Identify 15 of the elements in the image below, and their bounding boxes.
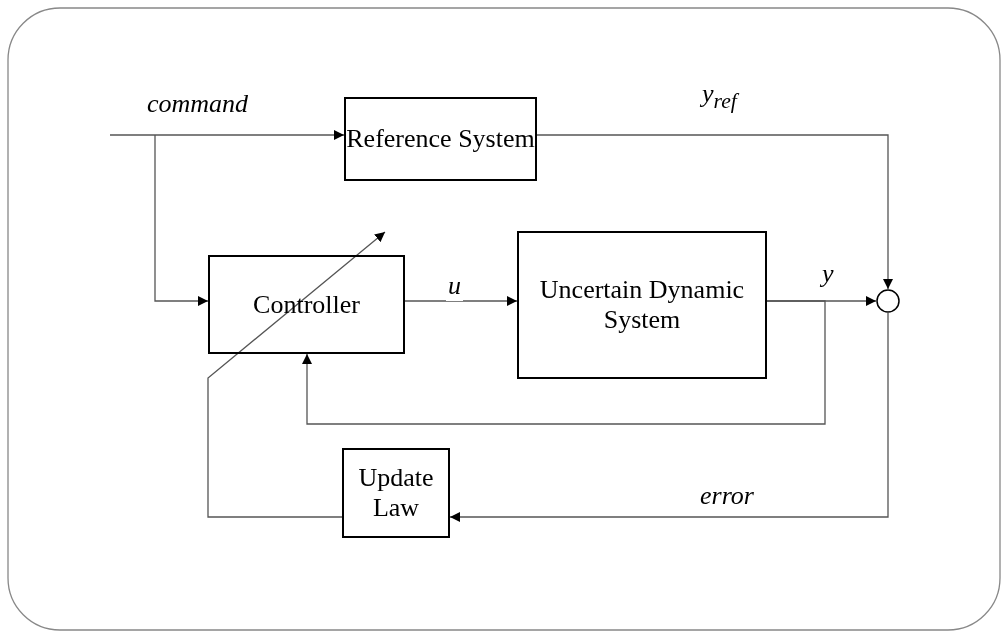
arrow — [302, 300, 826, 425]
summing-junction — [876, 289, 900, 313]
arrow — [154, 134, 209, 306]
block-label: Reference System — [346, 124, 535, 154]
arrow — [536, 134, 893, 290]
block-box — [344, 97, 537, 181]
block-box — [517, 231, 767, 379]
block-label: Uncertain Dynamic System — [538, 275, 746, 335]
block-label: Update Law — [357, 463, 435, 523]
arrow — [449, 312, 889, 522]
block-box — [342, 448, 450, 538]
arrow — [207, 231, 386, 518]
arrow — [404, 296, 518, 306]
arrow — [109, 130, 345, 140]
block-box — [208, 255, 405, 354]
